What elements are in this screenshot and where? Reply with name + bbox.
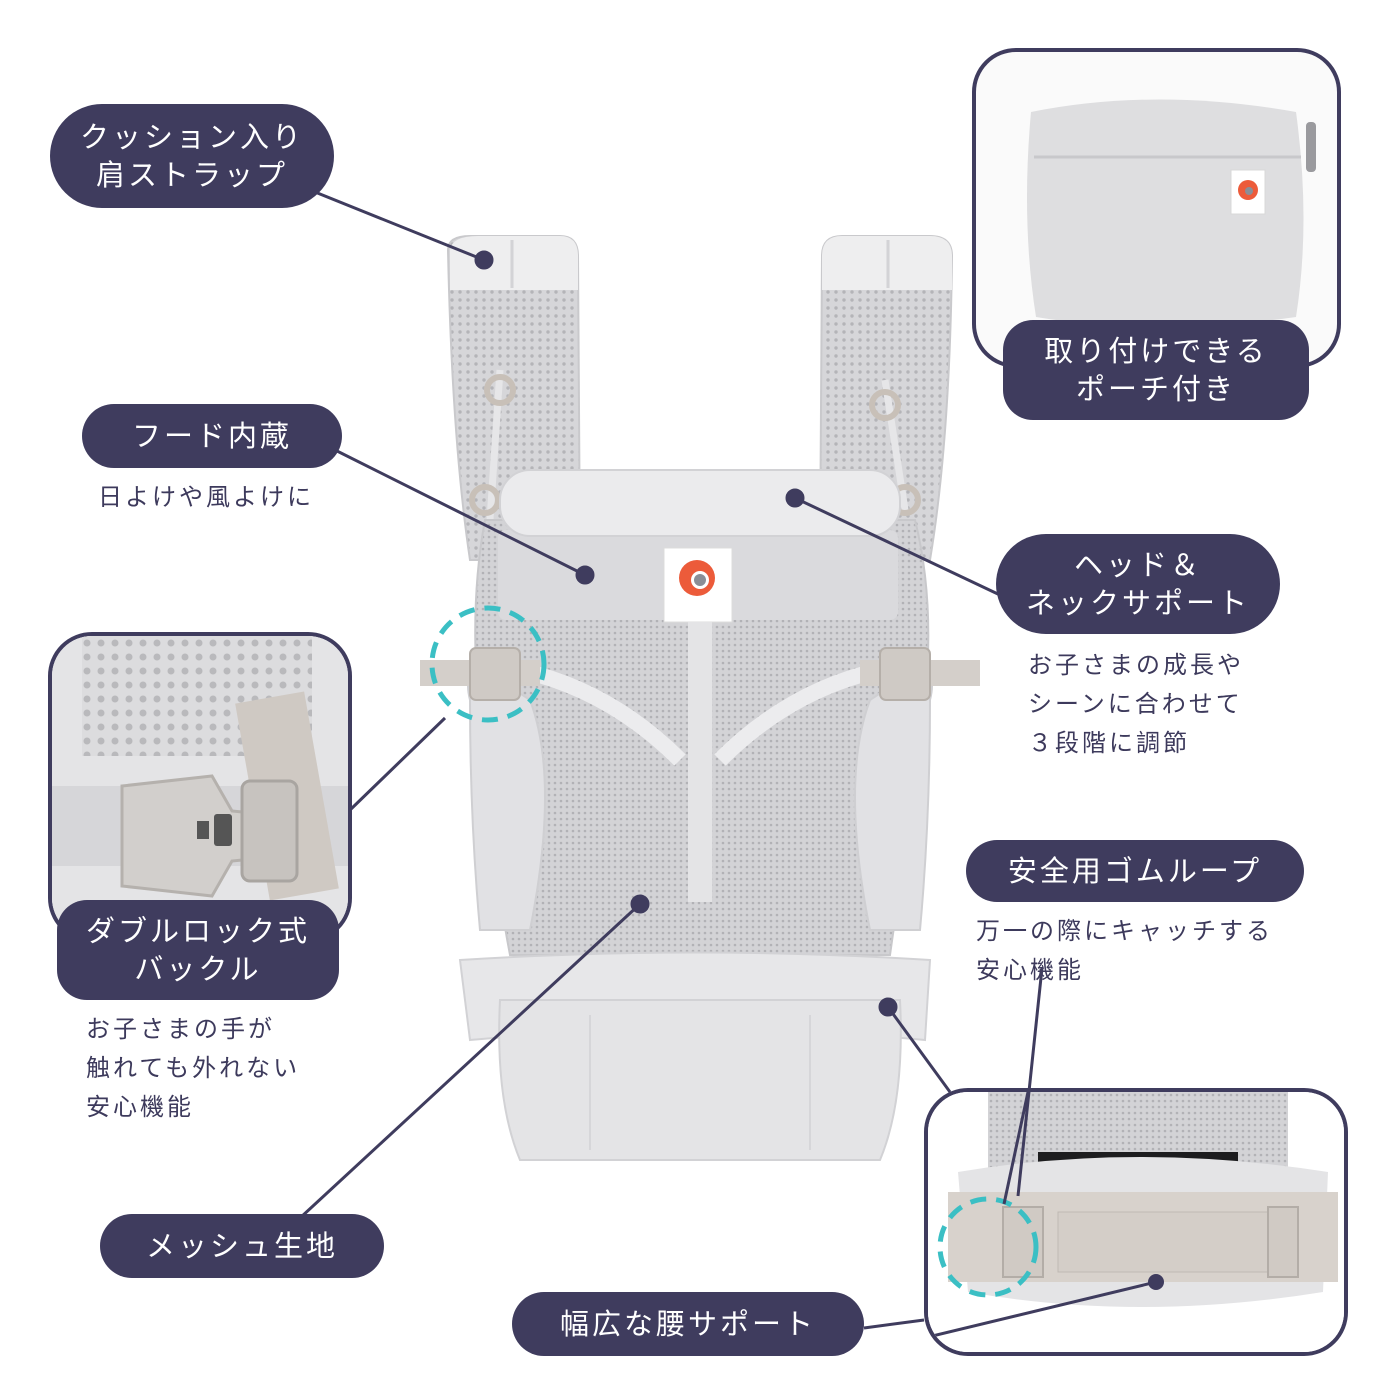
note-buckle-line2: 触れても外れない xyxy=(86,1054,301,1082)
left-shoulder-strap xyxy=(446,235,582,561)
label-head-neck-line1: ヘッド＆ xyxy=(1073,548,1202,582)
label-elastic-loop-title: 安全用ゴムループ xyxy=(1007,854,1263,888)
note-head-neck-line2: シーンに合わせて xyxy=(1028,690,1243,718)
label-buckle-line2: バックル xyxy=(134,952,262,986)
right-shoulder-strap xyxy=(818,235,954,561)
waist-belt xyxy=(458,951,932,1042)
ergobaby-tag xyxy=(663,547,733,623)
label-mesh-title: メッシュ生地 xyxy=(145,1229,338,1263)
waist-image-frame xyxy=(924,1088,1348,1356)
label-hood: フード内蔵 xyxy=(82,404,342,468)
hood-pocket xyxy=(498,530,898,620)
buckle-closeup-image xyxy=(52,636,348,938)
label-shoulder-line1: クッション入り xyxy=(79,120,304,154)
pouch-image-frame xyxy=(972,48,1341,368)
note-buckle-line3: 安心機能 xyxy=(86,1093,194,1121)
note-buckle-line1: お子さまの手が xyxy=(86,1015,275,1043)
pouch-image xyxy=(1027,99,1316,327)
label-hood-title: フード内蔵 xyxy=(131,419,292,453)
label-elastic-loop: 安全用ゴムループ xyxy=(966,840,1304,902)
note-hood: 日よけや風よけに xyxy=(98,483,314,511)
note-buckle: お子さまの手が 触れても外れない 安心機能 xyxy=(86,1010,300,1127)
label-pouch-line1: 取り付けできる xyxy=(1044,334,1268,368)
head-support-pillow xyxy=(499,469,901,537)
waist-closeup-image xyxy=(928,1092,1344,1352)
elastic-loop-highlight-ring xyxy=(937,1196,1039,1298)
note-head-neck: お子さまの成長や シーンに合わせて ３段階に調節 xyxy=(1028,646,1244,763)
label-waist-support: 幅広な腰サポート xyxy=(512,1292,864,1356)
label-pouch-line2: ポーチ付き xyxy=(1075,372,1236,406)
label-head-neck-line2: ネックサポート xyxy=(1025,586,1250,620)
label-head-neck-support: ヘッド＆ ネックサポート xyxy=(996,534,1280,634)
label-pouch: 取り付けできる ポーチ付き xyxy=(1003,320,1309,420)
buckle-image-frame xyxy=(48,632,352,942)
label-waist-title: 幅広な腰サポート xyxy=(559,1307,816,1341)
note-elastic-loop: 万一の際にキャッチする 安心機能 xyxy=(976,912,1273,990)
note-head-neck-line3: ３段階に調節 xyxy=(1028,729,1190,757)
label-mesh: メッシュ生地 xyxy=(100,1214,384,1278)
label-shoulder-straps: クッション入り 肩ストラップ xyxy=(50,104,334,208)
label-buckle-line1: ダブルロック式 xyxy=(85,914,310,948)
note-head-neck-line1: お子さまの成長や xyxy=(1028,651,1244,679)
buckle-highlight-ring xyxy=(429,605,547,723)
label-shoulder-line2: 肩ストラップ xyxy=(95,158,288,192)
note-elastic-loop-line2: 安心機能 xyxy=(976,956,1084,984)
label-buckle: ダブルロック式 バックル xyxy=(57,900,339,1000)
note-elastic-loop-line1: 万一の際にキャッチする xyxy=(976,917,1273,945)
